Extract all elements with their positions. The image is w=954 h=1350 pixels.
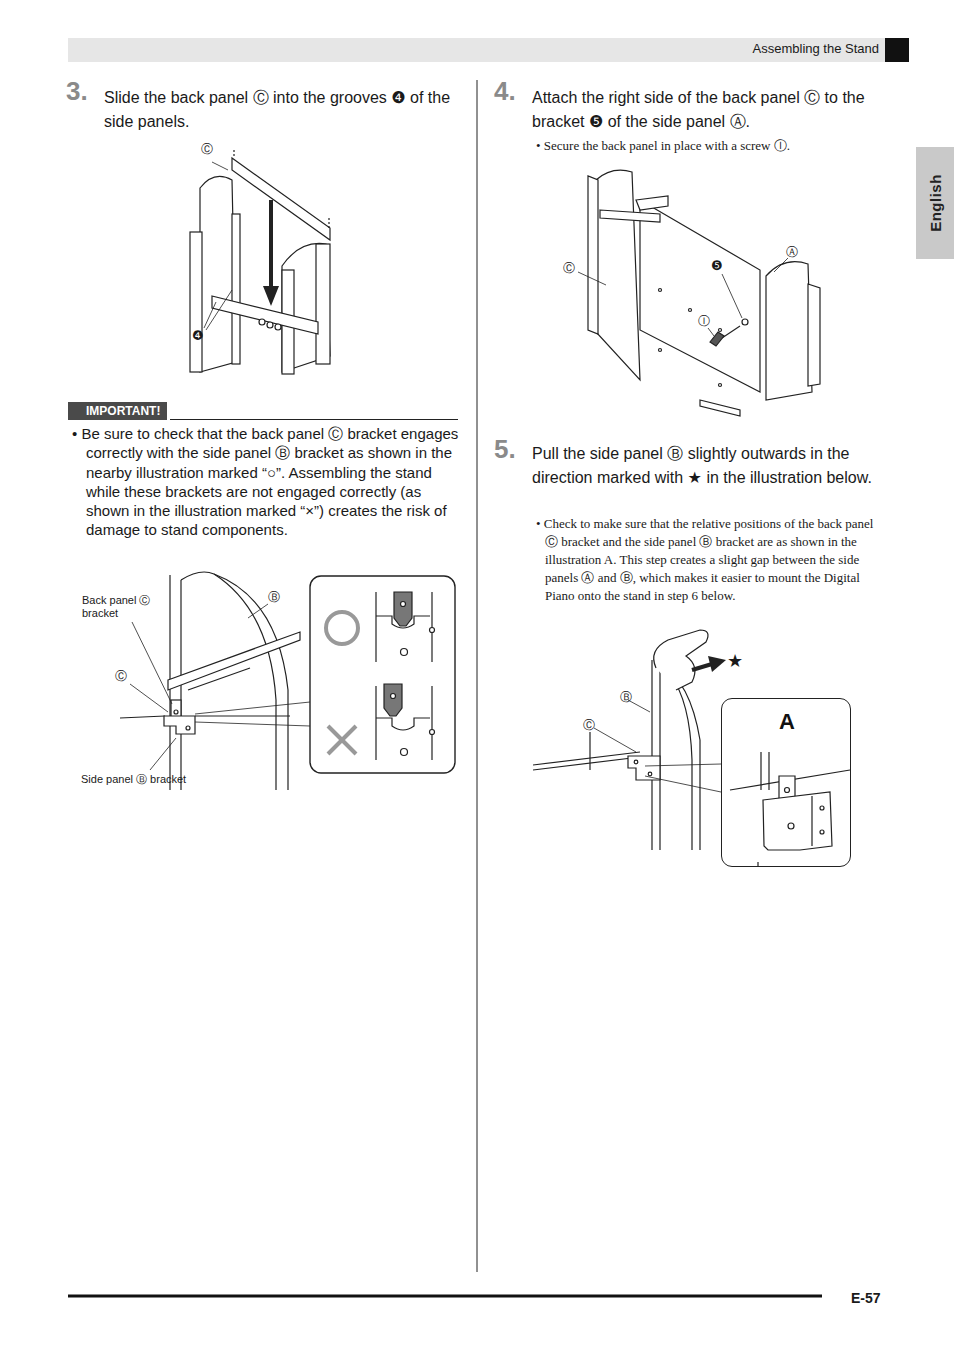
stand-illustration-step3 <box>190 150 330 374</box>
step-note: • Secure the back panel in place with a … <box>536 137 881 155</box>
step-text: Pull the side panel Ⓑ slightly outwards … <box>532 442 894 490</box>
step-text: Attach the right side of the back panel … <box>532 86 894 134</box>
leader-line <box>722 274 742 318</box>
bracket-illustration <box>120 572 480 790</box>
callout-number: ❺ <box>711 258 723 274</box>
callout-letter: Ⓒ <box>583 718 595 732</box>
language-tab-text: English <box>927 174 944 232</box>
leader-line <box>708 328 714 336</box>
column-divider <box>477 80 478 1272</box>
callout-letter: Ⓘ <box>698 314 710 328</box>
pull-arrow <box>692 656 726 672</box>
callout-number: ❹ <box>192 328 204 344</box>
callout-letter: Ⓒ <box>115 669 127 683</box>
important-note: • Be sure to check that the back panel Ⓒ… <box>72 424 462 540</box>
step-number: 3. <box>66 76 88 107</box>
language-tab: English <box>916 147 954 259</box>
footer-rule <box>68 1295 822 1298</box>
important-rule <box>170 419 458 420</box>
step-number: 4. <box>494 76 516 107</box>
leader-line <box>206 290 232 330</box>
leader-line <box>578 272 606 285</box>
step-text: Slide the back panel Ⓒ into the grooves … <box>104 86 462 134</box>
stand-illustration-step5 <box>533 630 721 850</box>
header-block <box>885 38 909 62</box>
part-name: Side panel Ⓑ bracket <box>81 773 186 786</box>
part-name: Back panel Ⓒ bracket <box>82 594 166 620</box>
detail-inset-text: A <box>722 699 850 734</box>
bracket-detail-a <box>730 752 850 867</box>
leader-line <box>774 258 788 272</box>
direction-star: ★ <box>727 650 743 672</box>
callout-letter: Ⓐ <box>786 245 798 259</box>
down-arrow <box>263 200 279 306</box>
running-header: Assembling the Stand <box>540 41 879 57</box>
callout-letter: Ⓒ <box>201 142 213 156</box>
step-note: • Check to make sure that the relative p… <box>536 515 881 605</box>
page-number: E-57 <box>851 1290 881 1307</box>
important-badge-text: IMPORTANT! <box>86 404 161 418</box>
callout-letter: Ⓒ <box>563 261 575 275</box>
detail-inset: A <box>721 698 851 867</box>
bracket-detail <box>376 592 435 760</box>
stand-illustration-step4 <box>588 170 820 416</box>
correct-mark <box>326 612 358 644</box>
callout-letter: Ⓑ <box>268 590 280 604</box>
important-badge: IMPORTANT! <box>68 402 167 420</box>
callout-letter: Ⓑ <box>620 690 632 704</box>
leader-line <box>212 162 228 170</box>
header-bar <box>68 38 885 62</box>
step-number: 5. <box>494 434 516 465</box>
wrong-mark <box>328 726 356 754</box>
